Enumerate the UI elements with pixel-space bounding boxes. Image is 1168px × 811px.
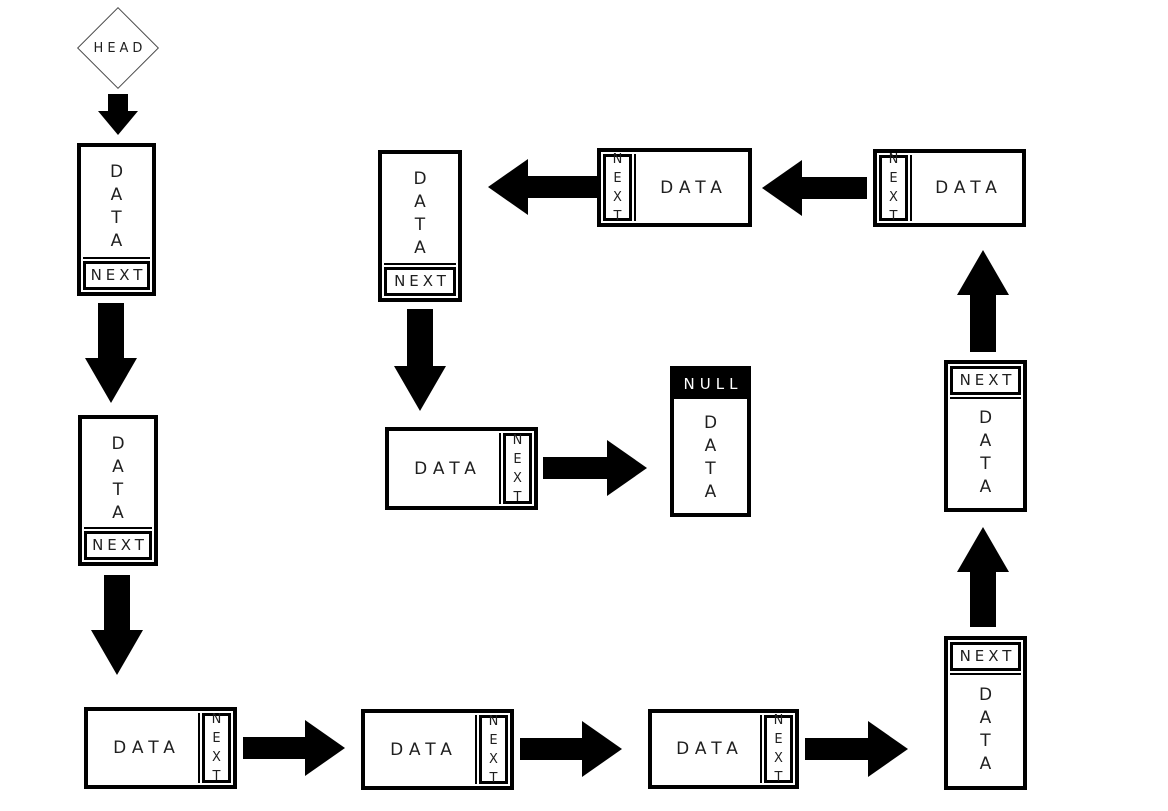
data-label: DATA bbox=[660, 177, 728, 198]
data-field: DATA bbox=[83, 149, 150, 259]
next-label: NEXT bbox=[211, 712, 222, 784]
data-field: DATA bbox=[950, 397, 1021, 506]
data-label: DATA bbox=[111, 434, 125, 523]
arrow-head-icon bbox=[957, 527, 1009, 572]
data-label: DATA bbox=[978, 407, 993, 497]
head-pointer: HEAD bbox=[76, 6, 160, 90]
list-node-8: NEXT DATA bbox=[873, 149, 1026, 227]
arrow-head-icon bbox=[488, 159, 528, 215]
list-node-7: NEXT DATA bbox=[944, 360, 1027, 512]
arrow-head-icon bbox=[762, 160, 802, 216]
data-label: DATA bbox=[676, 739, 744, 759]
data-label: DATA bbox=[935, 178, 1003, 198]
data-field: DATA bbox=[654, 715, 762, 783]
next-field: NEXT bbox=[879, 152, 908, 224]
arrow-head-icon bbox=[582, 721, 622, 777]
null-pointer-field: NULL bbox=[674, 370, 747, 399]
next-label: NEXT bbox=[612, 151, 623, 224]
arrow-shaft bbox=[805, 738, 868, 760]
arrow-node4-to-node5 bbox=[520, 721, 622, 777]
head-label: HEAD bbox=[93, 40, 147, 56]
arrow-shaft bbox=[243, 737, 305, 759]
null-node: NULL DATA bbox=[670, 366, 751, 517]
next-field: NEXT bbox=[503, 432, 532, 505]
arrow-node11-to-null bbox=[543, 440, 647, 496]
next-field: NEXT bbox=[83, 261, 150, 290]
arrow-node9-to-node10 bbox=[488, 159, 597, 215]
arrow-head-icon bbox=[394, 366, 446, 411]
arrow-head-icon bbox=[98, 111, 138, 135]
arrow-head-icon bbox=[957, 250, 1009, 295]
data-label: DATA bbox=[703, 413, 718, 502]
arrow-node8-to-node9 bbox=[762, 160, 867, 216]
next-field: NEXT bbox=[950, 642, 1021, 671]
next-label: NEXT bbox=[512, 432, 523, 505]
arrow-node7-to-node8 bbox=[957, 250, 1009, 352]
data-label: DATA bbox=[978, 684, 993, 774]
data-label: DATA bbox=[109, 162, 124, 251]
data-field: DATA bbox=[910, 155, 1020, 221]
data-label: DATA bbox=[414, 458, 482, 479]
arrow-shaft bbox=[528, 176, 597, 198]
arrow-node10-to-node11 bbox=[394, 309, 446, 411]
data-label: DATA bbox=[390, 739, 458, 760]
arrow-node6-to-node7 bbox=[957, 527, 1009, 627]
data-label: DATA bbox=[413, 169, 427, 258]
list-node-9: NEXT DATA bbox=[597, 148, 752, 227]
arrow-shaft bbox=[970, 572, 996, 627]
arrow-shaft bbox=[970, 295, 996, 352]
list-node-1: DATA NEXT bbox=[77, 143, 156, 296]
data-field: DATA bbox=[384, 156, 456, 265]
data-field: DATA bbox=[90, 713, 200, 783]
arrow-shaft bbox=[104, 575, 130, 630]
arrow-shaft bbox=[98, 303, 124, 358]
data-field: DATA bbox=[391, 433, 501, 504]
next-field: NEXT bbox=[950, 366, 1021, 395]
list-node-4: DATA NEXT bbox=[361, 709, 514, 790]
arrow-shaft bbox=[108, 94, 128, 111]
arrow-shaft bbox=[802, 177, 867, 199]
arrow-head-icon bbox=[305, 720, 345, 776]
arrow-head-icon bbox=[85, 358, 137, 403]
next-field: NEXT bbox=[603, 152, 632, 224]
data-field: DATA bbox=[950, 673, 1021, 784]
next-field: NEXT bbox=[384, 267, 456, 296]
arrow-head-to-node1 bbox=[98, 94, 138, 135]
arrow-node3-to-node4 bbox=[243, 720, 345, 776]
arrow-shaft bbox=[543, 457, 607, 479]
arrow-node2-to-node3 bbox=[91, 575, 143, 675]
next-field: NEXT bbox=[202, 712, 231, 784]
next-field: NEXT bbox=[479, 714, 508, 786]
data-field: DATA bbox=[634, 154, 746, 221]
next-field: NEXT bbox=[764, 713, 793, 785]
next-label: NEXT bbox=[488, 713, 499, 786]
arrow-node1-to-node2 bbox=[85, 303, 137, 403]
data-field: DATA bbox=[674, 399, 747, 513]
data-field: DATA bbox=[367, 715, 477, 784]
arrow-shaft bbox=[407, 309, 433, 366]
arrow-head-icon bbox=[868, 721, 908, 777]
arrow-head-icon bbox=[91, 630, 143, 675]
list-node-2: DATA NEXT bbox=[78, 415, 158, 566]
arrow-head-icon bbox=[607, 440, 647, 496]
arrow-shaft bbox=[520, 738, 582, 760]
next-label: NEXT bbox=[888, 152, 899, 224]
data-field: DATA bbox=[84, 421, 152, 529]
list-node-3: DATA NEXT bbox=[84, 707, 237, 789]
list-node-10: DATA NEXT bbox=[378, 150, 462, 302]
next-label: NEXT bbox=[773, 713, 784, 785]
list-node-6: NEXT DATA bbox=[944, 636, 1027, 790]
list-node-11: DATA NEXT bbox=[385, 427, 538, 510]
next-field: NEXT bbox=[84, 531, 152, 560]
data-label: DATA bbox=[113, 738, 181, 758]
arrow-node5-to-node6 bbox=[805, 721, 908, 777]
list-node-5: DATA NEXT bbox=[648, 709, 799, 789]
